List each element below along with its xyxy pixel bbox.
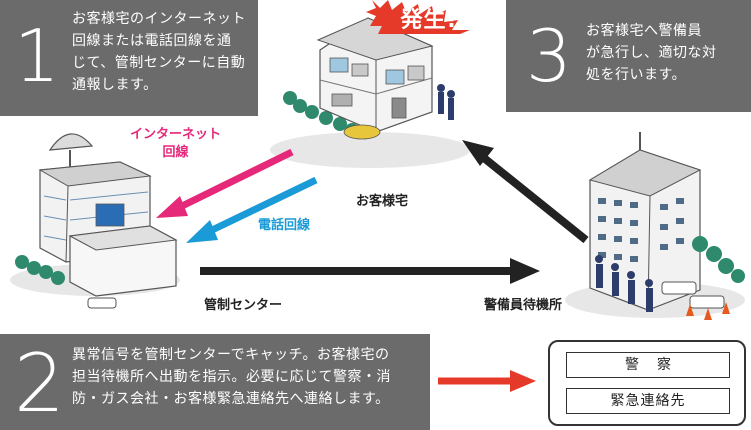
control-center-label: 管制センター [204, 298, 283, 313]
step-3-box: 3 お客様宅へ警備員 が急行し、適切な対 処を行います。 [506, 0, 751, 112]
phone-line-label: 電話回線 [258, 218, 311, 233]
alert-label: 発生! [400, 8, 458, 33]
control-center-illustration [10, 133, 180, 309]
step-2-number: 2 [14, 337, 65, 430]
police-contact: 警察 [566, 352, 730, 378]
emergency-contact: 緊急連絡先 [566, 388, 730, 414]
step-3-number: 3 [526, 14, 572, 98]
step-1-text: お客様宅のインターネット 回線または電話回線を通 じて、管制センターに自動 通報… [72, 11, 246, 93]
step-2-box: 2 異常信号を管制センターでキャッチ。お客様宅の 担当待機所へ出動を指示。必要に… [0, 334, 430, 430]
contact-arrow [438, 370, 536, 392]
alert-burst-shape [366, 0, 470, 34]
step-1-box: 1 お客様宅のインターネット 回線または電話回線を通 じて、管制センターに自動 … [0, 0, 258, 116]
customer-home-illustration [270, 17, 470, 168]
home-label: お客様宅 [356, 194, 409, 209]
step-3-text: お客様宅へ警備員 が急行し、適切な対 処を行います。 [586, 23, 717, 83]
internet-line-label: インターネット 回線 [130, 127, 222, 160]
guard-station-label: 警備員待機所 [484, 298, 563, 313]
step-1-number: 1 [14, 14, 60, 98]
contacts-panel: 警察 緊急連絡先 [548, 340, 746, 426]
guard-station-illustration [565, 132, 745, 320]
dispatch-arrow [200, 258, 540, 284]
internet-line-arrow [156, 148, 294, 218]
rush-arrow [462, 140, 589, 244]
step-2-text: 異常信号を管制センターでキャッチ。お客様宅の 担当待機所へ出動を指示。必要に応じ… [72, 347, 391, 407]
phone-line-arrow [186, 176, 318, 243]
